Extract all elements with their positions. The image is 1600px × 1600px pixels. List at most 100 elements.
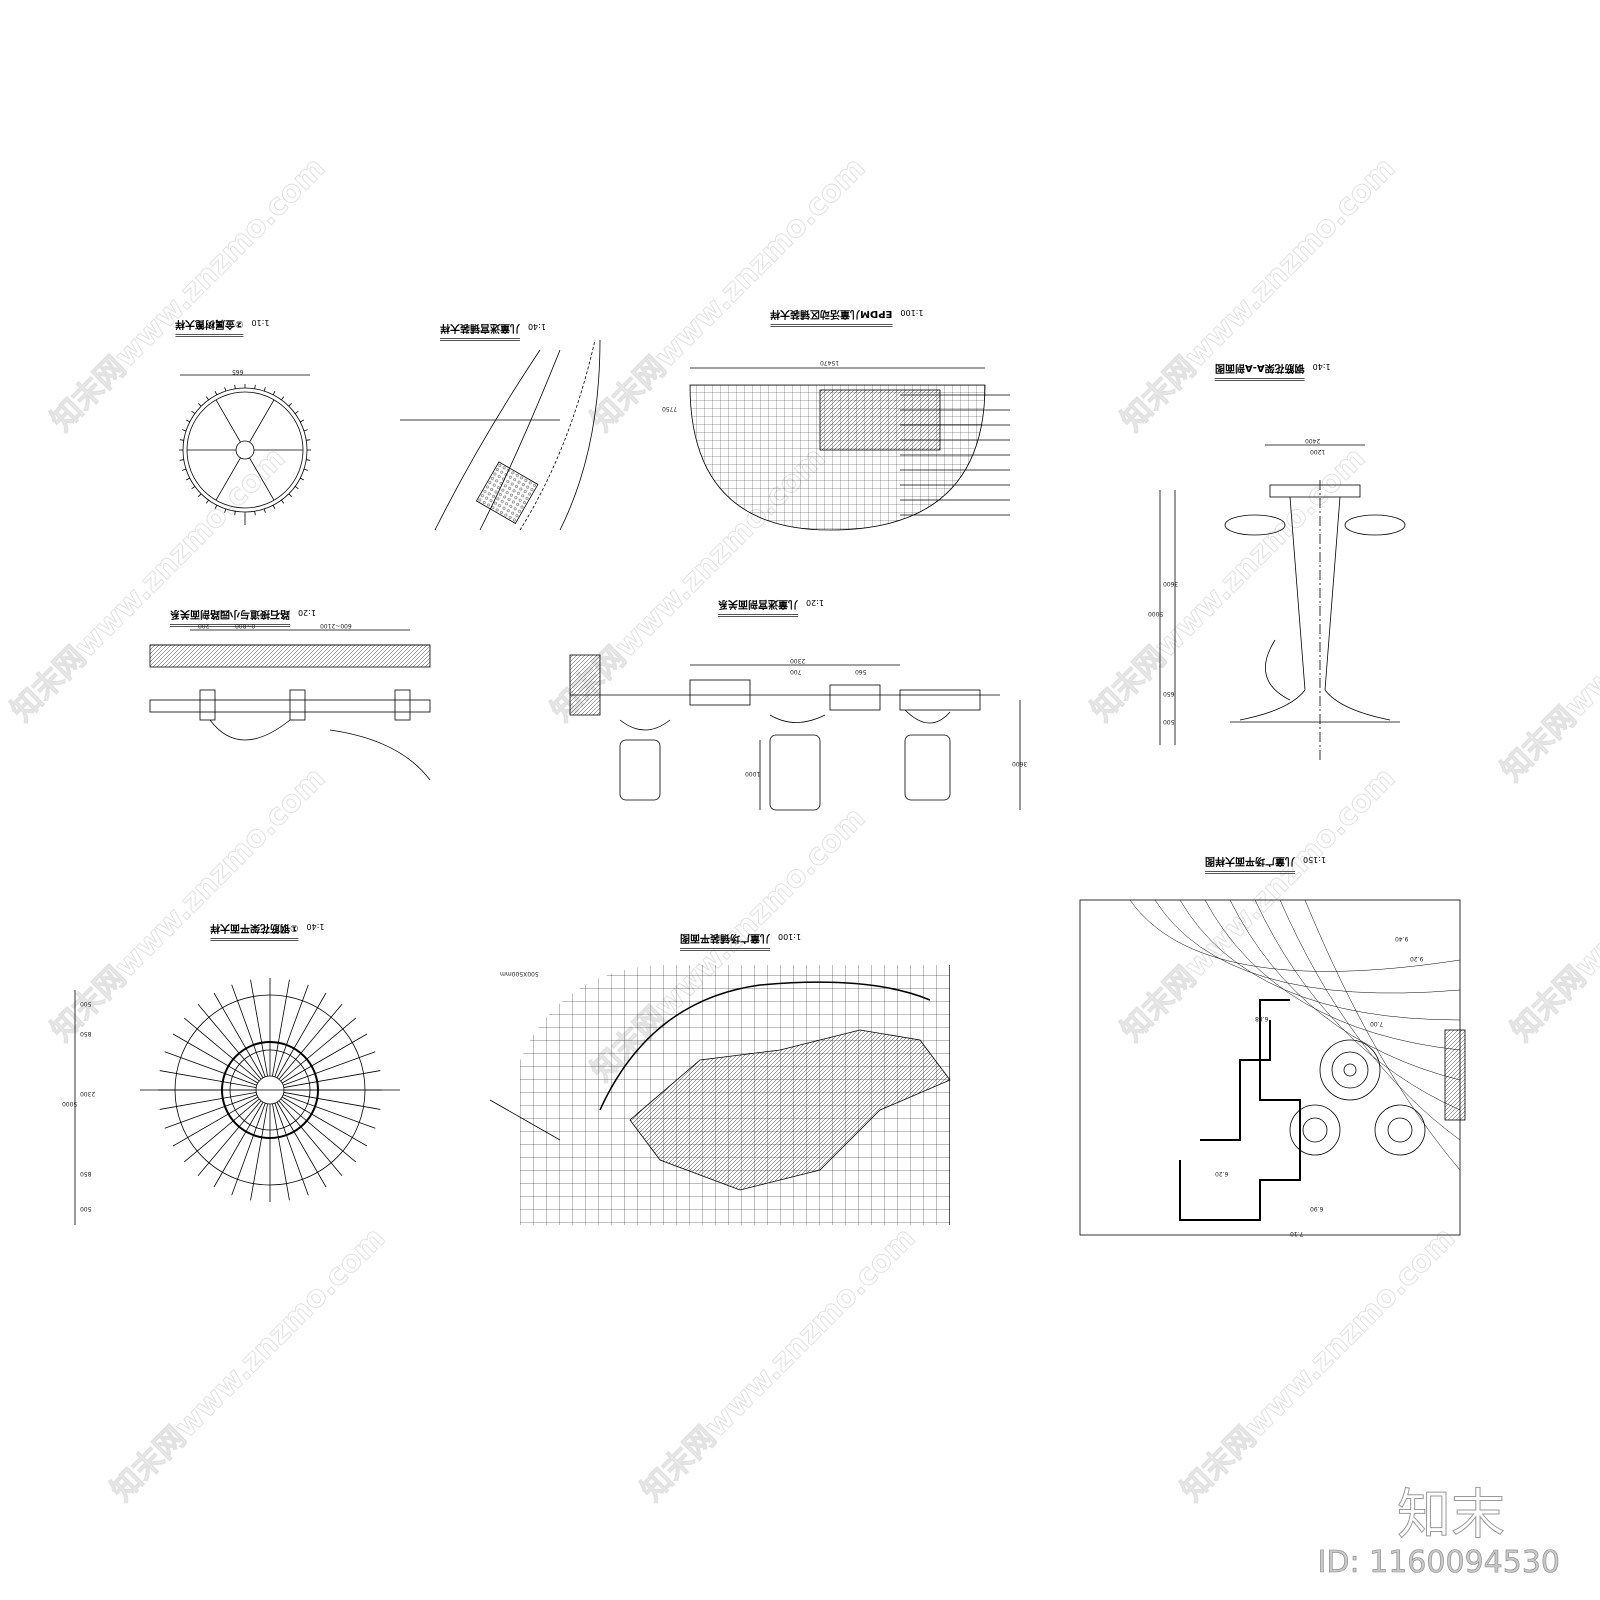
plaza-paving-drawing [489,965,951,1225]
plaza-plan-drawing [1079,899,1466,1236]
contour-line [1229,899,1461,1081]
spot-level: 7.10 [1290,1230,1304,1237]
grate-tooth [306,459,311,461]
grate-tooth [234,384,236,389]
grate-tooth [191,486,196,490]
contour-line [1129,899,1461,972]
dim-trellis-top: 2400 [1305,437,1321,444]
grate-tooth [179,439,184,441]
dim-trellis-base: 650 [1163,690,1175,697]
tree-grate-drawing [179,374,311,525]
dim-curb-3: 600~2100 [320,622,352,629]
grate-tooth [186,477,190,481]
grate-tooth [254,511,256,516]
trellis-ray [164,1051,257,1086]
grate-tooth [224,508,227,513]
grate-spoke [215,399,241,443]
trellis-ray [278,1003,343,1080]
trellis-ray [213,1101,264,1188]
trellis-ray [280,1098,357,1163]
dim-plan-3: 2300 [80,1090,96,1097]
dim-curb-2: 0~800 [235,622,256,629]
trellis-ray [250,979,268,1077]
grate-tooth [300,419,304,423]
contour-line [1304,899,1461,1171]
grate-tooth [303,429,308,432]
spot-level: 9.40 [1395,935,1409,942]
grate-tooth [254,384,256,389]
znzmo-logo: 知末 [1397,1483,1506,1547]
trellis-ray [159,1092,257,1110]
epdm-paving-drawing [689,367,1010,531]
note-paving-size: 500X500mm [500,970,539,977]
trellis-ray [283,1094,376,1129]
trellis-ray [281,1033,368,1084]
asset-id: ID: 1160094530 [1317,1545,1560,1581]
dim-trellis-mid: 1200 [1310,448,1326,455]
trellis-ray [272,1103,290,1201]
grate-tooth [303,468,308,471]
spot-level: 6.20 [1215,1170,1229,1177]
contour-line [1179,899,1461,1021]
dim-tree-grate: 665 [232,368,244,375]
grate-tooth [306,439,311,441]
contour-line [1254,899,1461,1111]
contour-line [1154,899,1461,994]
dim-epdm-width: 15470 [820,359,840,366]
grate-tooth [263,387,266,392]
contour-line [1204,899,1461,1051]
dim-trellis-post: 3600 [1163,580,1179,587]
trellis-ray [197,1003,262,1080]
grate-spoke [249,399,275,443]
grate-tooth [272,505,276,509]
trellis-ray [276,1101,327,1188]
trellis-ray [280,1017,357,1082]
trellis-ray [183,1017,260,1082]
grate-tooth [281,499,285,504]
grate-tooth [214,391,218,395]
dim-epdm-radius: 7750 [662,405,678,412]
grate-tooth [281,396,285,401]
dim-curb-1: 200 [198,622,210,629]
grate-tooth [205,396,209,401]
dim-trellis-footing: 500 [1163,718,1175,725]
grate-tooth [186,419,190,423]
dim-maze-total: 3600 [1012,760,1028,767]
dim-plan-total: 5000 [62,1100,78,1107]
spot-level: 9.20 [1410,955,1424,962]
grate-tooth [205,499,209,504]
grate-tooth [294,486,299,490]
grate-tooth [182,429,187,432]
grate-tooth [234,511,236,516]
dim-plan-1: 500 [80,1000,92,1007]
dim-plan-4: 850 [80,1170,92,1177]
trellis-ray [276,992,327,1079]
grate-tooth [191,410,196,414]
grate-tooth [294,410,299,414]
trellis-ray [172,1033,259,1084]
trellis-ray [197,1100,262,1177]
trellis-ray [272,979,290,1077]
trellis-ray [283,1051,376,1086]
trellis-ray [231,1103,266,1196]
trellis-ray [283,1070,381,1088]
spot-level: 6.88 [1255,1015,1269,1022]
dim-plan-5: 500 [80,1205,92,1212]
grate-spoke [215,457,241,501]
grate-tooth [198,493,202,497]
trellis-ray [231,984,266,1077]
trellis-section-drawing [1159,444,1406,760]
contour-line [1279,899,1461,1141]
grate-tooth [272,391,276,395]
trellis-ray [274,1103,309,1196]
trellis-ray [164,1094,257,1129]
trellis-ray [250,1103,268,1201]
spot-level: 7.00 [1370,1020,1384,1027]
trellis-ray [283,1092,381,1110]
